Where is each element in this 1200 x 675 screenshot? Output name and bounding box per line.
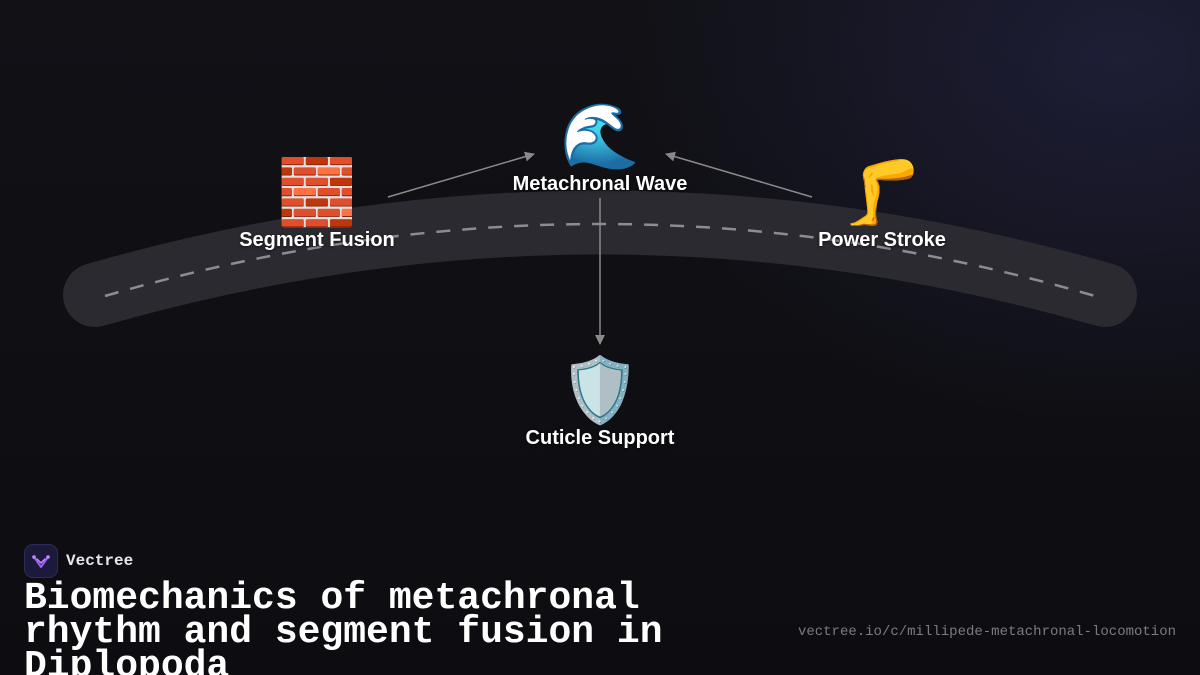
wave-icon: 🌊 [560, 100, 640, 172]
edge-segment-fusion-to-metachronal-wave [387, 151, 535, 198]
edge-power-stroke-to-metachronal-wave [665, 151, 813, 198]
brand: Vectree [24, 544, 133, 578]
node-label: Segment Fusion [239, 229, 395, 251]
node-metachronal-wave: 🌊 Metachronal Wave [513, 100, 688, 196]
brand-name: Vectree [66, 552, 134, 570]
node-cuticle-support: 🛡️ Cuticle Support [526, 354, 675, 450]
node-label: Metachronal Wave [512, 173, 688, 195]
page-title: Biomechanics of metachronal rhythm and s… [24, 577, 663, 675]
brick-icon: 🧱 [277, 156, 357, 228]
node-segment-fusion: 🧱 Segment Fusion [239, 156, 395, 252]
vectree-logo-icon [24, 544, 58, 578]
node-power-stroke: 🦵 Power Stroke [818, 156, 946, 252]
node-label: Power Stroke [818, 229, 946, 251]
source-url: vectree.io/c/millipede-metachronal-locom… [797, 624, 1176, 640]
node-label: Cuticle Support [525, 427, 675, 449]
shield-icon: 🛡️ [560, 354, 640, 426]
leg-icon: 🦵 [842, 156, 922, 228]
